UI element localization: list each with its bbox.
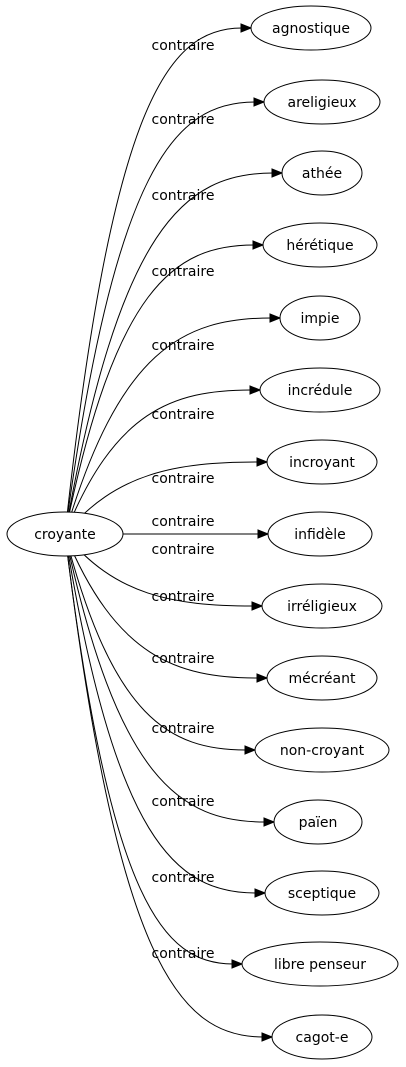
edge-11-arrowhead: [244, 745, 257, 755]
target-node-12[interactable]: païen: [273, 799, 363, 845]
target-node-7-label: incroyant: [289, 455, 355, 471]
target-node-3[interactable]: athée: [281, 150, 363, 196]
edge-7-arrowhead: [256, 457, 269, 467]
source-node-ellipse: [6, 511, 124, 557]
target-node-6-label: incrédule: [288, 383, 353, 399]
edge-14-arrowhead: [231, 959, 244, 969]
target-node-10-label: mécréant: [289, 671, 356, 687]
edge-1-relation-label: contraire: [152, 38, 215, 54]
edge-5-relation-label: contraire: [152, 338, 215, 354]
edge-10-arrowhead: [256, 673, 269, 683]
target-node-15-ellipse: [271, 1014, 373, 1060]
edge-12-line: [64, 533, 266, 823]
edge-8-relation-label: contraire: [152, 514, 215, 530]
target-node-6-ellipse: [259, 367, 381, 413]
edge-2-relation-label: contraire: [152, 112, 215, 128]
target-node-11-label: non-croyant: [280, 743, 365, 759]
target-node-11[interactable]: non-croyant: [254, 727, 390, 773]
edge-10-relation-label: contraire: [152, 589, 215, 605]
edge-2-arrowhead: [253, 97, 266, 107]
target-node-8-label: infidèle: [294, 527, 346, 543]
target-node-10-ellipse: [266, 655, 378, 701]
edge-6-relation-label: contraire: [152, 407, 215, 423]
edge-11-line: [64, 533, 247, 751]
target-node-5-ellipse: [279, 295, 361, 341]
target-node-5-label: impie: [301, 311, 340, 327]
target-node-11-ellipse: [254, 727, 390, 773]
target-node-13-ellipse: [264, 870, 380, 916]
edge-4-arrowhead: [252, 240, 265, 250]
target-node-14-label: libre penseur: [274, 957, 366, 973]
source-node: croyante: [6, 511, 124, 557]
edge-1-arrowhead: [240, 23, 253, 33]
target-node-12-ellipse: [273, 799, 363, 845]
edge-14-relation-label: contraire: [152, 870, 215, 886]
target-node-7-ellipse: [266, 439, 378, 485]
target-node-13[interactable]: sceptique: [264, 870, 380, 916]
edge-3-arrowhead: [271, 168, 284, 178]
edge-12-relation-label: contraire: [152, 721, 215, 737]
edge-9-arrowhead: [251, 601, 264, 611]
edge-8-arrowhead: [257, 529, 270, 539]
target-node-15-label: cagot-e: [296, 1030, 349, 1046]
target-node-15[interactable]: cagot-e: [271, 1014, 373, 1060]
target-node-13-label: sceptique: [288, 886, 356, 902]
target-node-14-ellipse: [241, 941, 399, 987]
edge-15-line: [64, 533, 264, 1038]
target-node-7[interactable]: incroyant: [266, 439, 378, 485]
target-node-10[interactable]: mécréant: [266, 655, 378, 701]
edge-5-line: [64, 317, 272, 535]
target-node-4-label: hérétique: [286, 238, 353, 254]
edge-1-line: [64, 27, 243, 535]
target-node-1-ellipse: [250, 5, 372, 51]
target-node-4-ellipse: [262, 222, 378, 268]
target-node-9[interactable]: irréligieux: [261, 583, 383, 629]
edges-layer: contraire contraire contraire contraire cont…: [64, 23, 284, 1042]
target-node-9-label: irréligieux: [287, 599, 357, 615]
edge-9-relation-label: contraire: [152, 542, 215, 558]
edge-10-line: [64, 533, 259, 679]
target-node-9-ellipse: [261, 583, 383, 629]
nodes-layer: croyante agnostique areligieux athée héréti…: [6, 5, 399, 1060]
target-node-8-ellipse: [267, 511, 373, 557]
target-node-2[interactable]: areligieux: [263, 79, 381, 125]
source-node-label: croyante: [34, 527, 96, 543]
target-node-14[interactable]: libre penseur: [241, 941, 399, 987]
target-node-8[interactable]: infidèle: [267, 511, 373, 557]
target-node-12-label: païen: [299, 815, 338, 831]
edge-11-relation-label: contraire: [152, 651, 215, 667]
edge-6-line: [64, 389, 252, 535]
edge-13-line: [64, 533, 257, 894]
edge-3-relation-label: contraire: [152, 188, 215, 204]
target-node-6[interactable]: incrédule: [259, 367, 381, 413]
edge-4-line: [64, 244, 255, 535]
edge-15-relation-label: contraire: [152, 946, 215, 962]
edge-13-arrowhead: [254, 888, 267, 898]
edge-5-arrowhead: [269, 313, 282, 323]
target-node-1-label: agnostique: [272, 21, 350, 37]
edge-6-arrowhead: [249, 385, 262, 395]
edge-15-arrowhead: [261, 1032, 274, 1042]
edge-4-relation-label: contraire: [152, 264, 215, 280]
target-node-2-ellipse: [263, 79, 381, 125]
target-node-5[interactable]: impie: [279, 295, 361, 341]
target-node-2-label: areligieux: [288, 95, 357, 111]
edge-13-relation-label: contraire: [152, 794, 215, 810]
edge-2-line: [64, 101, 256, 535]
edge-7-relation-label: contraire: [152, 471, 215, 487]
edge-12-arrowhead: [263, 817, 276, 827]
target-node-1[interactable]: agnostique: [250, 5, 372, 51]
target-node-3-label: athée: [302, 166, 342, 182]
edge-3-line: [64, 172, 274, 535]
target-node-3-ellipse: [281, 150, 363, 196]
target-node-4[interactable]: hérétique: [262, 222, 378, 268]
